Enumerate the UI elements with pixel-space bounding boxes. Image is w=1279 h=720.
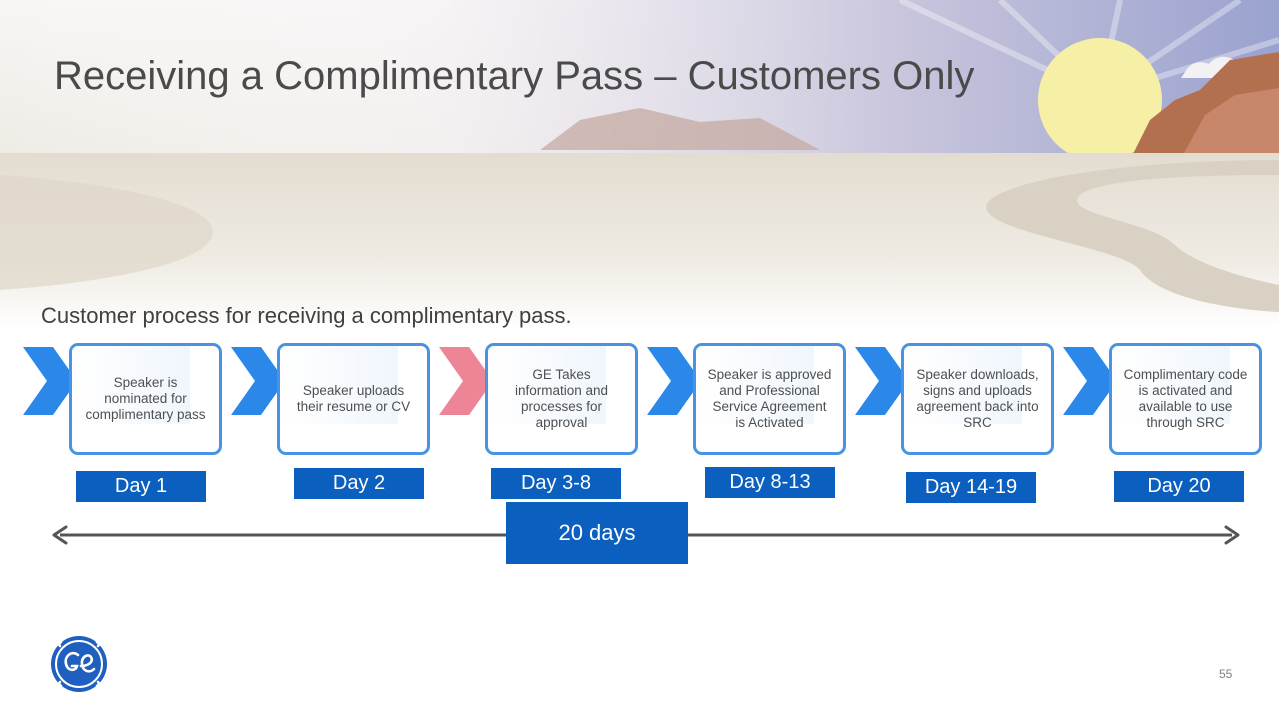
step-2-label: Speaker uploads their resume or CV [296, 383, 411, 414]
step-2-notch [280, 346, 398, 424]
logo-disc [51, 636, 107, 692]
step-1-label: Speaker is nominated for complimentary p… [85, 375, 206, 422]
step-3-box: GE Takes information and processes for a… [485, 343, 638, 455]
day-6-badge: Day 20 [1114, 471, 1244, 502]
landscape-header-background [0, 0, 1279, 330]
step-1-box: Speaker is nominated for complimentary p… [69, 343, 222, 455]
step-2-chevron-shape [231, 347, 285, 415]
step-5-chevron-icon [855, 347, 909, 415]
step-4-chevron-icon [647, 347, 701, 415]
step-6-notch [1112, 346, 1230, 424]
day-2-badge: Day 2 [294, 468, 424, 499]
step-4-box: Speaker is approved and Professional Ser… [693, 343, 846, 455]
page-number: 55 [1219, 667, 1233, 681]
slide-title: Receiving a Complimentary Pass – Custome… [54, 54, 975, 98]
step-2-chevron-icon [231, 347, 285, 415]
step-4-label: Speaker is approved and Professional Ser… [707, 367, 832, 430]
step-3-chevron-icon [439, 347, 493, 415]
desert-landscape-illustration [0, 0, 1279, 330]
step-5-box: Speaker downloads, signs and uploads agr… [901, 343, 1054, 455]
step-6-label: Complimentary code is activated and avai… [1123, 367, 1248, 430]
step-3-label: GE Takes information and processes for a… [514, 367, 609, 430]
step-6-box: Complimentary code is activated and avai… [1109, 343, 1262, 455]
timeline-right-arrowhead [1224, 525, 1240, 545]
day-4-badge: Day 8-13 [705, 467, 835, 498]
step-4-chevron-shape [647, 347, 701, 415]
step-5-label: Speaker downloads, signs and uploads agr… [916, 367, 1039, 430]
step-1-notch [72, 346, 190, 424]
timeline-left-arrowhead [52, 525, 68, 545]
step-3-chevron-shape [439, 347, 493, 415]
day-3-badge: Day 3-8 [491, 468, 621, 499]
step-6-chevron-shape [1063, 347, 1117, 415]
step-4-notch [696, 346, 814, 424]
step-1-chevron-icon [23, 347, 77, 415]
step-2-box: Speaker uploads their resume or CV [277, 343, 430, 455]
step-6-chevron-icon [1063, 347, 1117, 415]
step-3-notch [488, 346, 606, 424]
step-1-chevron-shape [23, 347, 77, 415]
step-5-chevron-shape [855, 347, 909, 415]
day-5-badge: Day 14-19 [906, 472, 1036, 503]
ge-monogram-logo-icon [51, 636, 107, 692]
step-5-notch [904, 346, 1022, 424]
day-1-badge: Day 1 [76, 471, 206, 502]
duration-badge: 20 days [506, 502, 688, 564]
slide-subtitle: Customer process for receiving a complim… [41, 303, 572, 328]
